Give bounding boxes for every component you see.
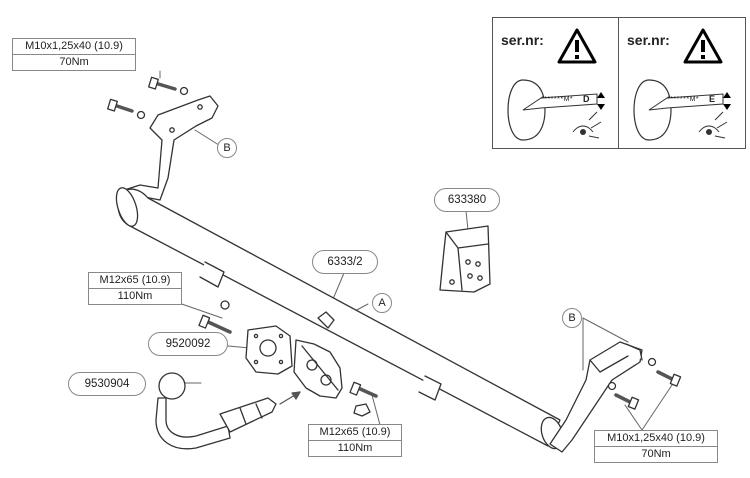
plate-text-left: *******M* <box>541 96 574 103</box>
warning-triangle-icon <box>557 28 597 64</box>
towball-mount-plate <box>293 339 343 399</box>
bolts-top-left <box>107 76 189 120</box>
right-mount-bracket <box>549 341 643 453</box>
plate-code-right: E <box>709 94 716 104</box>
plate-code-left: D <box>583 94 590 104</box>
extra-bracket <box>439 225 491 293</box>
bolt-torque: 110Nm <box>89 288 181 304</box>
bolt-torque: 110Nm <box>309 440 401 456</box>
point-label-b-left: B <box>217 138 237 158</box>
point-label-a: A <box>372 293 392 313</box>
serial-number-warning-panel: ser.nr: *******M* D ser.nr: *******M* E <box>492 17 746 149</box>
bolts-bottom-right <box>607 357 682 410</box>
socket-plate <box>245 325 293 375</box>
bolt-bottom-center <box>349 381 378 417</box>
spec-bolt-top-left: M10x1,25x40 (10.9) 70Nm <box>12 38 136 71</box>
warning-triangle-icon <box>683 28 723 64</box>
towball <box>155 372 277 450</box>
bolt-size: M12x65 (10.9) <box>99 274 171 286</box>
spec-bolt-bottom-center: M12x65 (10.9) 110Nm <box>308 424 402 457</box>
plate-diagram-left <box>507 79 605 141</box>
part-number-bracket: 633380 <box>434 188 500 212</box>
bolt-size: M12x65 (10.9) <box>319 426 391 438</box>
insert-arrow <box>279 391 301 405</box>
part-number-crossbar: 6333/2 <box>312 250 378 274</box>
sernr-label-right: ser.nr: <box>627 32 670 48</box>
spec-bolt-bottom-right: M10x1,25x40 (10.9) 70Nm <box>594 430 718 463</box>
part-number-socket-plate: 9520092 <box>148 332 228 356</box>
bolt-torque: 70Nm <box>13 54 135 70</box>
part-number-towball: 9530904 <box>68 372 146 396</box>
bolt-torque: 70Nm <box>595 446 717 462</box>
bolts-mid-left <box>198 300 232 334</box>
spec-bolt-mid-left: M12x65 (10.9) 110Nm <box>88 272 182 305</box>
point-label-b-right: B <box>562 308 582 328</box>
panel-divider <box>618 18 619 148</box>
bolt-size: M10x1,25x40 (10.9) <box>607 432 705 444</box>
bolt-size: M10x1,25x40 (10.9) <box>25 40 123 52</box>
crossbar-tube <box>115 187 564 450</box>
plate-diagram-right <box>633 79 731 141</box>
plate-text-right: *******M* <box>667 96 700 103</box>
left-mount-bracket <box>117 95 219 201</box>
sernr-label-left: ser.nr: <box>501 32 544 48</box>
